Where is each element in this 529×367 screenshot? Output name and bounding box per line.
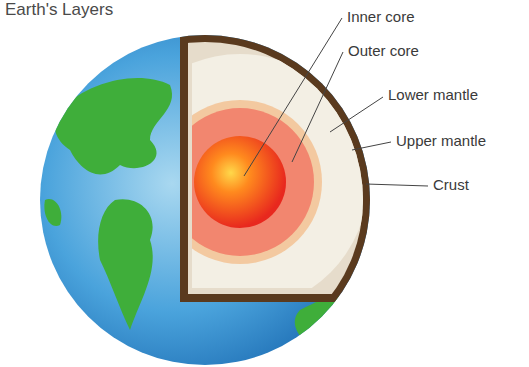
upper-mantle-layer (188, 0, 529, 294)
leader-line (330, 97, 383, 132)
layer-label: Upper mantle (394, 132, 488, 149)
mantle-core-boundary (192, 100, 322, 264)
inner-core-layer (194, 136, 286, 228)
lower-mantle-layer (192, 54, 368, 288)
diagram-title: Earth's Layers (3, 0, 115, 20)
outer-core-layer (192, 108, 314, 256)
leader-line (244, 18, 342, 176)
leader-line (292, 52, 343, 162)
layer-label: Inner core (345, 8, 417, 25)
crust-layer (180, 0, 529, 302)
layer-label: Crust (431, 176, 471, 193)
leader-line (366, 184, 428, 186)
layer-label: Lower mantle (386, 86, 480, 103)
leader-line (352, 142, 391, 150)
layer-label: Outer core (346, 42, 421, 59)
